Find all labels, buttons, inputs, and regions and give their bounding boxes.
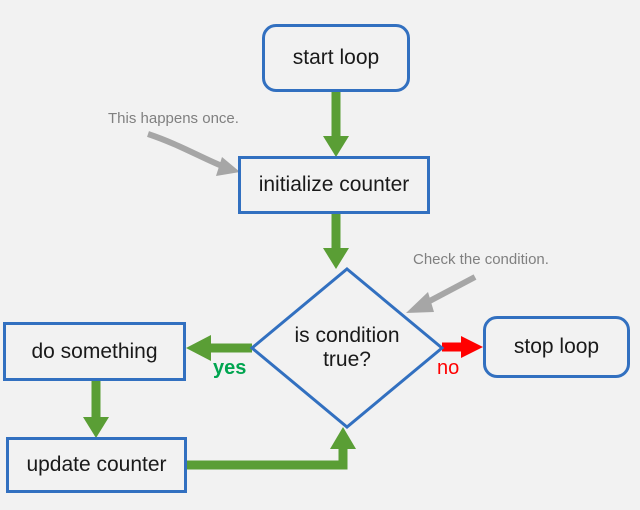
node-start-loop[interactable]: start loop bbox=[262, 24, 410, 92]
node-stop-loop-label: stop loop bbox=[513, 335, 600, 359]
edge-do-something-to-update bbox=[83, 381, 109, 438]
edge-decision-to-stop bbox=[442, 336, 483, 358]
annotation-arrow-condition bbox=[406, 274, 477, 313]
node-do-something-label: do something bbox=[31, 339, 158, 363]
decision-diamond-shape bbox=[249, 267, 445, 429]
node-decision-label: is condition true? bbox=[252, 268, 442, 428]
node-decision-is-condition-true[interactable]: is condition true? bbox=[252, 268, 442, 428]
node-initialize-counter-label: initialize counter bbox=[258, 173, 410, 197]
edge-label-yes: yes bbox=[213, 357, 247, 379]
node-decision-label-line2: true? bbox=[323, 348, 371, 371]
node-decision-label-line1: is condition bbox=[294, 324, 400, 348]
node-update-counter-label: update counter bbox=[26, 453, 167, 477]
node-start-loop-label: start loop bbox=[292, 46, 380, 70]
annotation-arrow-once bbox=[147, 131, 240, 176]
edge-label-no: no bbox=[437, 357, 460, 379]
node-update-counter[interactable]: update counter bbox=[6, 437, 187, 493]
edge-decision-to-do-something bbox=[186, 335, 252, 361]
annotation-check-the-condition: Check the condition. bbox=[413, 251, 549, 268]
node-stop-loop[interactable]: stop loop bbox=[483, 316, 630, 378]
annotation-this-happens-once: This happens once. bbox=[108, 110, 239, 127]
edge-update-to-decision bbox=[187, 427, 356, 470]
node-do-something[interactable]: do something bbox=[3, 322, 186, 381]
edge-start-to-initialize bbox=[323, 92, 349, 157]
edge-initialize-to-decision bbox=[323, 214, 349, 269]
node-initialize-counter[interactable]: initialize counter bbox=[238, 156, 430, 214]
